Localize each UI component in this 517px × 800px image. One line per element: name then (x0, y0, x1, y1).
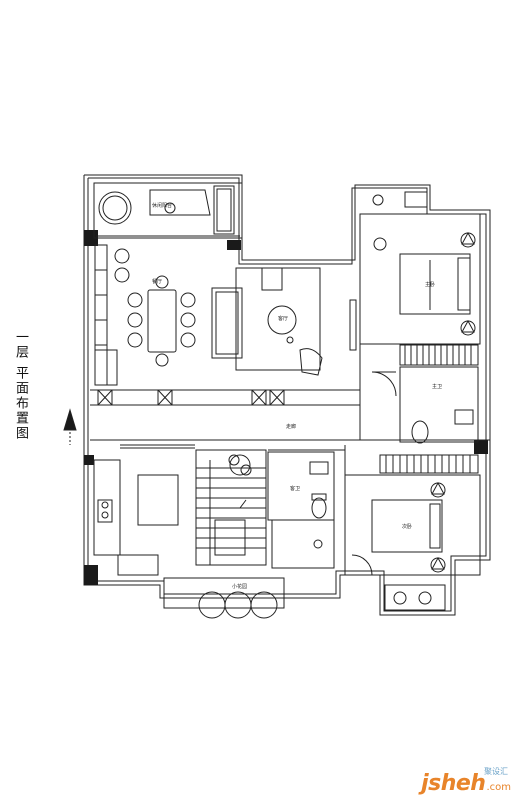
label-living: 客厅 (278, 315, 288, 322)
garden (163, 577, 285, 619)
bedroom2 (344, 474, 481, 611)
label-corridor: 走廊 (286, 423, 296, 430)
label-bedroom2: 次卧 (402, 523, 412, 530)
bedroom1 (359, 191, 481, 345)
label-bedroom1-bath: 主卫 (432, 383, 442, 390)
partitions (268, 264, 490, 575)
bath2 (267, 451, 335, 569)
label-dining: 餐厅 (152, 278, 162, 285)
drawing-title: 一层 平面布置图 (13, 330, 28, 442)
watermark-com: .com (486, 782, 511, 793)
bedroom2-wardrobe (379, 454, 479, 474)
outer-walls (83, 174, 491, 616)
corridor-band (90, 389, 360, 441)
label-garden: 小花园 (232, 583, 247, 590)
label-balcony: 休闲阳台 (152, 202, 172, 209)
label-bath2: 客卫 (290, 485, 300, 492)
label-bedroom1: 主卧 (425, 281, 435, 288)
watermark: jsheh .com 聚设汇 (421, 767, 511, 796)
kitchen (93, 444, 195, 576)
watermark-cn: 聚设汇 (484, 767, 508, 776)
living-furniture (211, 267, 357, 376)
dining-table (114, 248, 196, 367)
staircase (195, 449, 267, 566)
entrance-arrow (63, 408, 77, 445)
balcony (93, 182, 243, 239)
bedroom1-bath (371, 366, 479, 444)
bedroom1-wardrobe (399, 344, 479, 366)
watermark-main: jsheh (421, 771, 486, 796)
wall-cabinet-strip (94, 244, 118, 386)
plant (228, 454, 252, 476)
